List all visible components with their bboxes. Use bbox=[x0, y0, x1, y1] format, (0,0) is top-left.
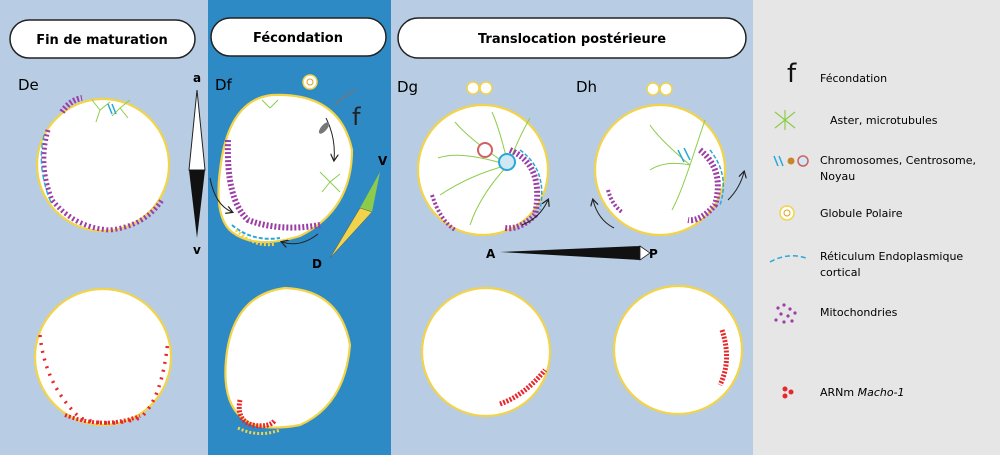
mitochondria-cluster bbox=[687, 147, 721, 224]
legend-fecondation: Fécondation bbox=[820, 72, 887, 85]
stage-label-df: Df bbox=[215, 76, 233, 94]
header-fecondation bbox=[210, 17, 387, 57]
legend-chromosomes: Chromosomes, Centrosome, Noyau bbox=[820, 154, 979, 183]
chromosomes-icon bbox=[107, 103, 117, 115]
legend-chromosomes-icon bbox=[773, 155, 809, 167]
translocation-arrow bbox=[727, 172, 744, 201]
axis-label-animal: a bbox=[193, 71, 201, 85]
ventral-dorsal-axis bbox=[329, 172, 380, 259]
cell-df-top bbox=[217, 74, 356, 247]
polar-body-icon bbox=[302, 74, 318, 90]
translocation-arrow bbox=[593, 200, 615, 229]
aster-icon bbox=[649, 119, 706, 211]
stage-label-dg: Dg bbox=[397, 78, 418, 96]
header-fin-maturation-text: Fin de maturation bbox=[36, 33, 168, 48]
polar-body-icon bbox=[659, 82, 673, 96]
mitochondria-cluster bbox=[41, 129, 165, 233]
animal-vegetal-axis bbox=[188, 89, 206, 238]
mrna-cluster bbox=[64, 413, 141, 425]
legend-aster: Aster, microtubules bbox=[830, 114, 938, 127]
aster-icon bbox=[91, 99, 131, 123]
axis-label-vegetal: v bbox=[193, 243, 201, 257]
cell-de-top bbox=[35, 95, 171, 233]
legend-reticulum: Réticulum Endoplasmique cortical bbox=[820, 250, 967, 279]
mrna-cluster bbox=[499, 368, 547, 407]
mrna-cluster bbox=[38, 334, 170, 425]
header-translocation-text: Translocation postérieure bbox=[478, 32, 666, 47]
mrna-cluster bbox=[236, 399, 278, 429]
axis-label-ventral: V bbox=[378, 154, 388, 168]
legend-globule-icon bbox=[779, 205, 795, 221]
sperm-icon bbox=[318, 122, 330, 134]
legend-panel bbox=[753, 0, 1000, 455]
polar-body-icon bbox=[479, 81, 493, 95]
cell-de-bottom bbox=[33, 287, 173, 427]
polar-body-icon bbox=[466, 81, 480, 95]
aster-icon bbox=[261, 99, 341, 193]
header-fecondation-text: Fécondation bbox=[253, 31, 343, 46]
nucleus-icon bbox=[477, 142, 493, 158]
legend-mrna-icon bbox=[782, 386, 794, 399]
mitochondria-cluster bbox=[430, 194, 457, 232]
legend-aster-icon bbox=[774, 110, 796, 130]
cortical-granules bbox=[237, 426, 281, 435]
anterior-posterior-axis bbox=[500, 245, 651, 261]
cell-dg-bottom bbox=[420, 286, 552, 418]
stage-label-dh: Dh bbox=[576, 78, 597, 96]
fertilization-glyph: f bbox=[352, 103, 361, 131]
axis-label-posterior: P bbox=[649, 247, 658, 261]
legend-arnm-gene: Macho-1 bbox=[858, 386, 905, 399]
cell-dh-bottom bbox=[612, 284, 744, 416]
legend-arnm-prefix: ARNm bbox=[820, 386, 858, 399]
cell-df-bottom bbox=[224, 286, 352, 435]
legend-globule: Globule Polaire bbox=[820, 207, 903, 220]
legend: f Fécondation Aster, microtubules Chromo… bbox=[769, 59, 979, 399]
axis-label-anterior: A bbox=[486, 247, 496, 261]
cortical-granules bbox=[234, 228, 276, 247]
legend-reticulum-icon bbox=[769, 255, 807, 263]
centrosome-icon bbox=[498, 153, 516, 171]
sperm-tail bbox=[334, 89, 356, 106]
cell-dh-top bbox=[593, 82, 727, 237]
mrna-cluster bbox=[717, 329, 729, 387]
axis-label-dorsal: D bbox=[312, 257, 322, 271]
reticulum-layer bbox=[40, 134, 53, 206]
reticulum-layer bbox=[519, 149, 543, 211]
legend-f-glyph: f bbox=[787, 59, 797, 89]
translocation-arrow bbox=[521, 200, 548, 226]
sperm-path-arrow bbox=[325, 117, 334, 160]
mitochondria-cluster bbox=[504, 147, 541, 232]
legend-arnm: ARNm Macho-1 bbox=[820, 386, 905, 399]
chromosomes-icon bbox=[677, 147, 691, 163]
mitochondria-cluster bbox=[606, 189, 624, 214]
header-translocation bbox=[397, 17, 747, 59]
polar-body-icon bbox=[646, 82, 660, 96]
header-fin-maturation bbox=[9, 19, 196, 59]
stage-label-de: De bbox=[18, 76, 39, 94]
rotation-arrow bbox=[209, 177, 232, 212]
reticulum-layer bbox=[231, 224, 281, 240]
rotation-arrow bbox=[282, 233, 319, 244]
mitochondria-cluster bbox=[224, 139, 321, 231]
mitochondria-cluster bbox=[59, 95, 83, 114]
legend-mitochondries: Mitochondries bbox=[820, 306, 898, 319]
cell-dg-top bbox=[416, 81, 550, 237]
legend-mitochondria-icon bbox=[774, 303, 797, 324]
